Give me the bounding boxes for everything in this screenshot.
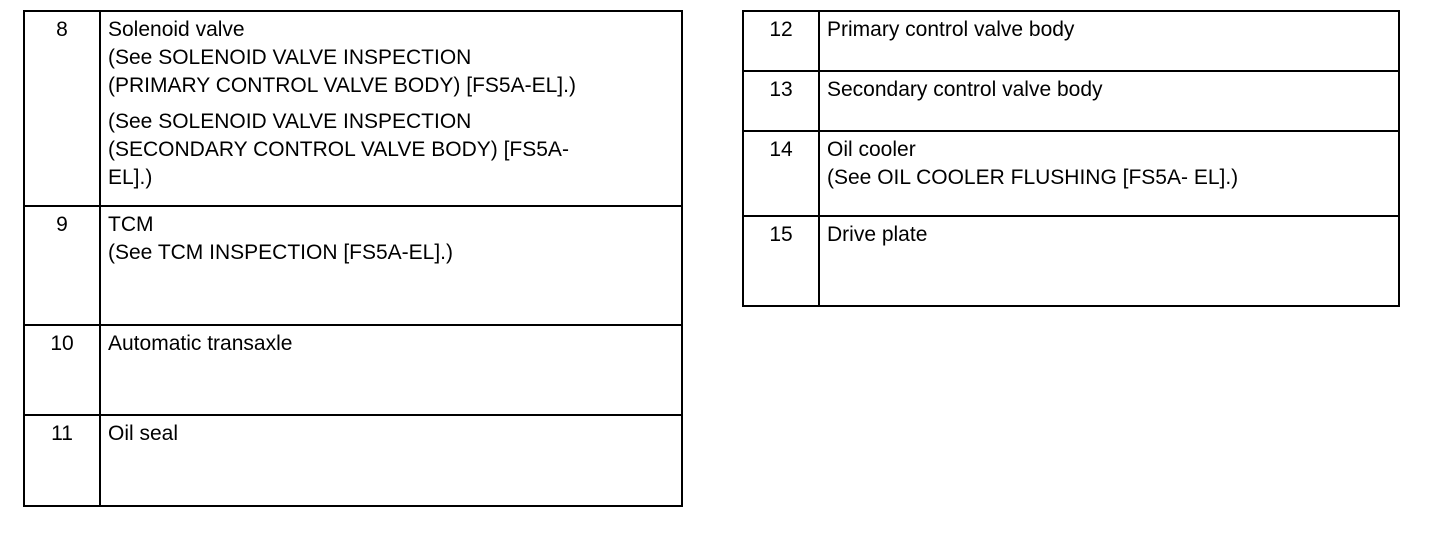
- item-description: TCM (See TCM INSPECTION [FS5A-EL].): [101, 207, 681, 324]
- item-number: 9: [25, 207, 101, 324]
- item-number: 11: [25, 416, 101, 505]
- item-name: TCM: [108, 213, 154, 236]
- item-description: Automatic transaxle: [101, 326, 681, 414]
- item-description: Primary control valve body: [820, 12, 1398, 70]
- table-row: 15 Drive plate: [744, 217, 1398, 305]
- table-row: 8 Solenoid valve (See SOLENOID VALVE INS…: [25, 12, 681, 207]
- item-name: Solenoid valve: [108, 18, 245, 41]
- item-name: Oil cooler: [827, 138, 916, 161]
- item-name: Primary control valve body: [827, 18, 1075, 41]
- cross-reference-link[interactable]: (See TCM INSPECTION [FS5A-EL].): [108, 241, 454, 264]
- item-description: Oil cooler (See OIL COOLER FLUSHING [FS5…: [820, 132, 1398, 215]
- table-row: 14 Oil cooler (See OIL COOLER FLUSHING […: [744, 132, 1398, 217]
- item-number: 13: [744, 72, 820, 130]
- table-row: 13 Secondary control valve body: [744, 72, 1398, 132]
- cross-reference-link[interactable]: (See SOLENOID VALVE INSPECTION (PRIMARY …: [108, 46, 576, 97]
- table-row: 9 TCM (See TCM INSPECTION [FS5A-EL].): [25, 207, 681, 326]
- cross-reference-link[interactable]: (See OIL COOLER FLUSHING [FS5A- EL].): [827, 166, 1239, 189]
- item-number: 10: [25, 326, 101, 414]
- item-description: Oil seal: [101, 416, 681, 505]
- item-number: 12: [744, 12, 820, 70]
- item-description: Secondary control valve body: [820, 72, 1398, 130]
- item-name: Drive plate: [827, 223, 928, 246]
- parts-table-left: 8 Solenoid valve (See SOLENOID VALVE INS…: [23, 10, 683, 507]
- item-number: 14: [744, 132, 820, 215]
- item-description: Drive plate: [820, 217, 1398, 305]
- table-row: 10 Automatic transaxle: [25, 326, 681, 416]
- table-row: 12 Primary control valve body: [744, 12, 1398, 72]
- item-name: Oil seal: [108, 422, 179, 445]
- item-name: Automatic transaxle: [108, 332, 293, 355]
- item-name: Secondary control valve body: [827, 78, 1103, 101]
- item-description: Solenoid valve (See SOLENOID VALVE INSPE…: [101, 12, 681, 205]
- cross-reference-link[interactable]: (See SOLENOID VALVE INSPECTION (SECONDAR…: [108, 110, 569, 189]
- parts-table-right: 12 Primary control valve body 13 Seconda…: [742, 10, 1400, 307]
- item-number: 8: [25, 12, 101, 205]
- table-row: 11 Oil seal: [25, 416, 681, 505]
- item-number: 15: [744, 217, 820, 305]
